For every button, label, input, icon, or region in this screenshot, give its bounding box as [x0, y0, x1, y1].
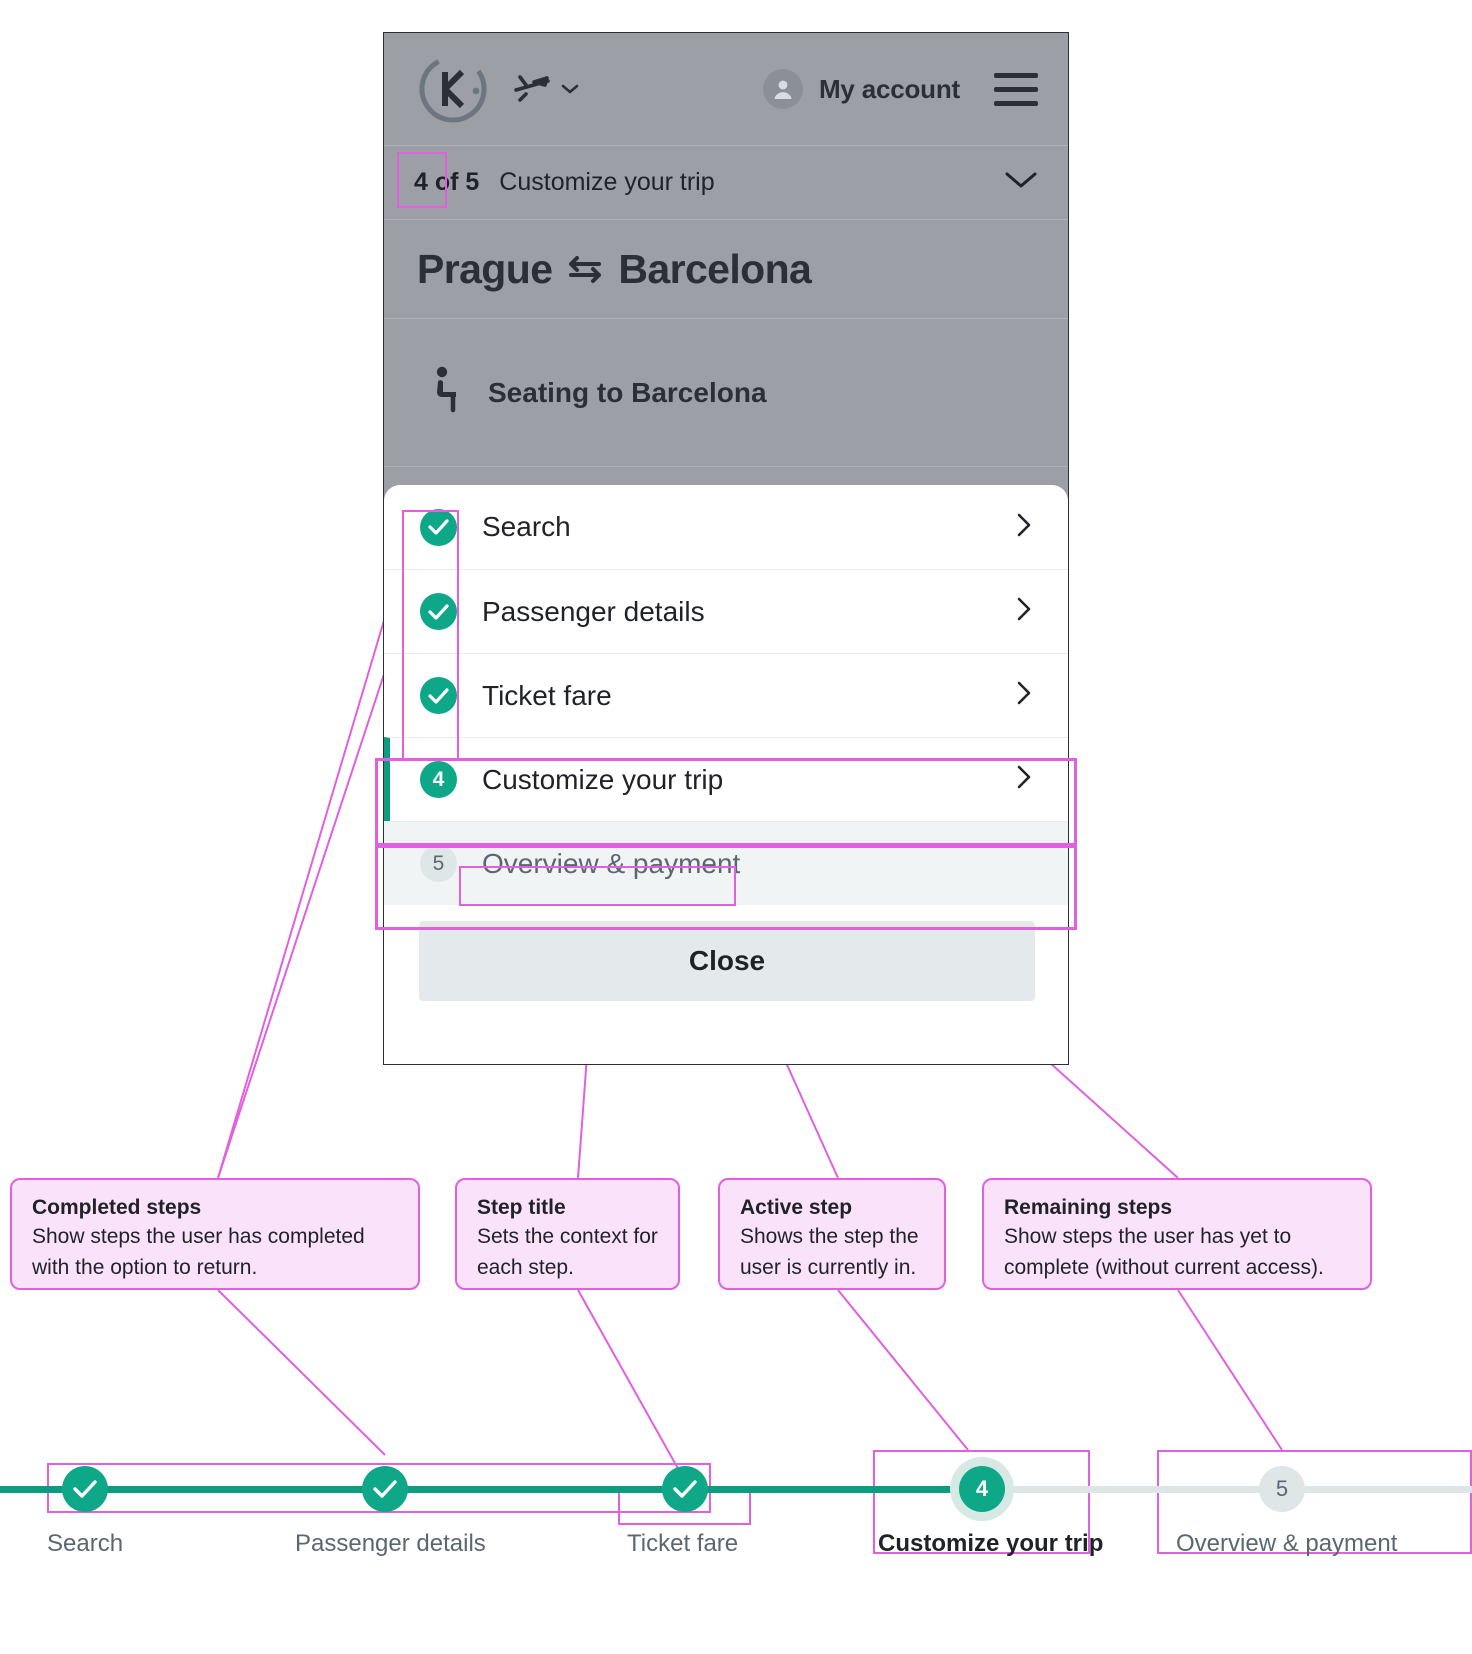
annotation-step-title: Step title Sets the context for each ste…	[455, 1178, 680, 1290]
chevron-right-icon	[1016, 764, 1032, 795]
annotation-active-step: Active step Shows the step the user is c…	[718, 1178, 946, 1290]
chevron-right-icon	[1016, 680, 1032, 711]
seating-section[interactable]: Seating to Barcelona	[384, 319, 1068, 467]
close-button[interactable]: Close	[419, 921, 1035, 1001]
sheet-step-label: Customize your trip	[482, 763, 724, 795]
app-navbar: My account	[384, 33, 1068, 146]
stepper-label-passenger-details: Passenger details	[295, 1530, 486, 1557]
check-circle-icon	[420, 593, 457, 630]
seat-accessibility-icon	[429, 366, 463, 419]
phone-mockup: My account 4 of 5 Customize your trip Pr…	[383, 32, 1069, 1065]
hamburger-menu-icon[interactable]	[994, 72, 1038, 106]
chevron-right-icon	[1016, 596, 1032, 627]
chevron-down-icon[interactable]	[1004, 170, 1038, 195]
stepper-track-completed	[0, 1486, 982, 1493]
annotation-title: Active step	[740, 1196, 853, 1219]
annotation-completed-steps: Completed steps Show steps the user has …	[10, 1178, 420, 1290]
stepper-node-search[interactable]	[62, 1466, 108, 1512]
number-badge-icon: 4	[420, 761, 457, 798]
kiwi-logo-icon[interactable]	[414, 50, 492, 128]
my-account-button[interactable]: My account	[762, 69, 960, 109]
annotation-title: Completed steps	[32, 1196, 202, 1219]
annotation-body: Show steps the user has completed with t…	[32, 1225, 365, 1279]
progress-stepper: 4 5 Search Passenger details Ticket fare…	[0, 1440, 1472, 1560]
stepper-label-customize-your-trip: Customize your trip	[878, 1530, 1104, 1557]
chevron-right-icon	[1016, 512, 1032, 543]
annotation-remaining-steps: Remaining steps Show steps the user has …	[982, 1178, 1372, 1290]
account-label: My account	[818, 73, 960, 104]
check-circle-icon	[420, 677, 457, 714]
plane-icon	[514, 73, 552, 106]
step-navigation-sheet: Search Passenger details Ticket fare	[384, 485, 1068, 1064]
swap-arrows-icon	[565, 253, 605, 285]
stepper-label-overview-payment: Overview & payment	[1176, 1530, 1398, 1557]
annotation-body: Shows the step the user is currently in.	[740, 1225, 919, 1279]
number-badge-icon: 5	[420, 845, 457, 882]
sheet-step-overview-payment: 5 Overview & payment	[384, 821, 1068, 905]
flight-mode-selector[interactable]	[514, 73, 579, 106]
step-header-bar[interactable]: 4 of 5 Customize your trip	[384, 146, 1068, 220]
sheet-step-ticket-fare[interactable]: Ticket fare	[384, 653, 1068, 737]
trip-route: Prague Barcelona	[384, 220, 1068, 319]
annotation-title: Step title	[477, 1196, 566, 1219]
stepper-node-passenger-details[interactable]	[362, 1466, 408, 1512]
step-header-title: Customize your trip	[499, 168, 715, 196]
sheet-step-label: Ticket fare	[482, 679, 612, 711]
user-avatar-icon	[762, 69, 803, 109]
route-origin: Prague	[417, 245, 553, 292]
annotation-body: Sets the context for each step.	[477, 1225, 658, 1279]
chevron-down-icon	[561, 82, 579, 97]
stepper-label-search: Search	[47, 1530, 124, 1557]
sheet-step-label: Overview & payment	[482, 847, 741, 879]
step-counter: 4 of 5	[414, 168, 480, 196]
sheet-step-passenger-details[interactable]: Passenger details	[384, 569, 1068, 653]
route-destination: Barcelona	[618, 245, 812, 292]
sheet-step-label: Search	[482, 511, 571, 542]
stepper-track-remaining	[982, 1486, 1472, 1493]
seating-label: Seating to Barcelona	[488, 376, 767, 408]
stepper-node-overview-payment: 5	[1259, 1466, 1305, 1512]
annotation-title: Remaining steps	[1004, 1196, 1173, 1219]
stepper-node-customize-your-trip[interactable]: 4	[959, 1466, 1005, 1512]
sheet-step-search[interactable]: Search	[384, 485, 1068, 569]
check-circle-icon	[420, 508, 457, 546]
stepper-label-ticket-fare: Ticket fare	[627, 1530, 739, 1557]
annotation-body: Show steps the user has yet to complete …	[1004, 1225, 1324, 1279]
sheet-step-customize-your-trip[interactable]: 4 Customize your trip	[384, 737, 1068, 821]
stepper-node-ticket-fare[interactable]	[662, 1466, 708, 1512]
sheet-step-label: Passenger details	[482, 595, 705, 627]
